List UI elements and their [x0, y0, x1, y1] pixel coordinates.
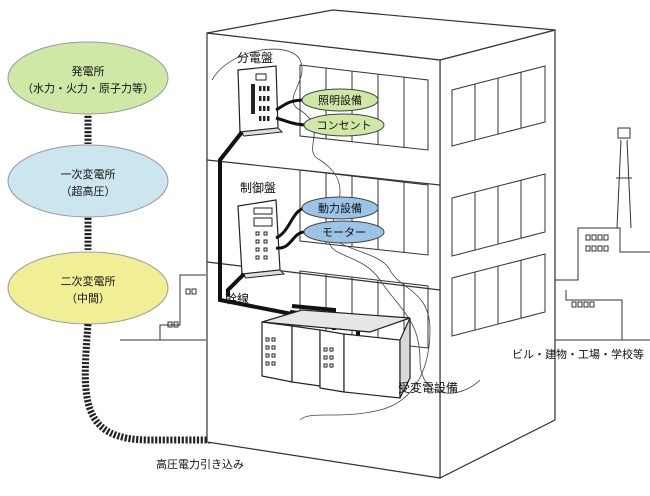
right-background-buildings — [555, 127, 650, 341]
trunk-line-label: 幹線 — [225, 291, 249, 306]
control-panel-label: 制御盤 — [240, 180, 276, 195]
secondary-substation-ellipse — [7, 251, 169, 325]
feeder-label: 高圧電力引き込み — [156, 457, 244, 471]
control-panel: 制御盤 — [237, 180, 286, 279]
substation-equipment-label: 受変電設備 — [398, 380, 458, 395]
distribution-board-label: 分電盤 — [237, 51, 273, 65]
motor-load-pill — [303, 220, 385, 244]
side-windows — [451, 65, 546, 337]
primary-substation-name: 一次変電所 — [61, 167, 116, 181]
power-load-pill — [301, 196, 379, 220]
left-small-buildings — [120, 274, 206, 341]
station-chain: 発電所 （水力・火力・原子力等） 一次変電所 （超高圧） 二次変電所 （中間） … — [7, 41, 304, 471]
control-panel-switches — [255, 231, 268, 260]
power-plant-ellipse — [7, 41, 169, 115]
lighting-load-pill — [301, 88, 379, 112]
power-plant-name: 発電所 — [72, 64, 105, 78]
distribution-board-cables — [275, 98, 306, 127]
distribution-board: 分電盤 — [237, 51, 284, 137]
building-roof — [206, 9, 556, 61]
outlet-load-pill — [303, 113, 385, 137]
primary-substation-detail: （超高圧） — [61, 184, 116, 198]
secondary-substation-name: 二次変電所 — [61, 274, 116, 288]
power-load-label: 動力設備 — [318, 201, 362, 215]
cubicle-indicators — [265, 337, 334, 368]
wiring-line-lower — [299, 229, 431, 421]
secondary-substation-detail: （中間） — [66, 292, 110, 305]
substation-equipment — [261, 309, 411, 399]
breaker-bank-1 — [259, 86, 270, 121]
consumers-label: ビル・建物・工場・学校等 — [512, 347, 644, 361]
control-panel-gauge — [253, 217, 273, 227]
control-panel-display — [253, 207, 273, 215]
breaker-bar-left — [251, 84, 255, 114]
primary-substation-ellipse — [7, 144, 169, 218]
power-plant-detail: （水力・火力・原子力等） — [22, 81, 154, 95]
outlet-load-label: コンセント — [317, 119, 372, 132]
breaker-main — [255, 73, 267, 81]
motor-load-label: モーター — [322, 226, 366, 239]
lighting-load-label: 照明設備 — [318, 93, 362, 107]
